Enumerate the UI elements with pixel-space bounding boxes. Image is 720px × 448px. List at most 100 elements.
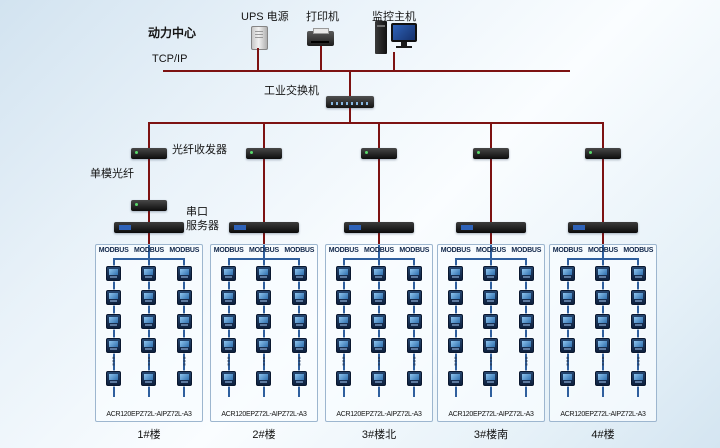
group-drop-line: [378, 122, 380, 150]
industrial-switch-icon: [326, 96, 374, 108]
serial-server-badge: [573, 225, 585, 230]
meter-terminals: [110, 348, 118, 350]
meter-screen: [224, 269, 234, 275]
fiber-link-line: [602, 150, 604, 244]
meter-column: MODBUS⋮: [167, 245, 201, 403]
meter-screen: [521, 269, 531, 275]
single-mode-fiber-label: 单模光纤: [90, 168, 134, 180]
meter-screen: [486, 269, 496, 275]
meter-screen: [409, 341, 419, 347]
meter-terminals: [145, 381, 153, 383]
meter-screen: [633, 293, 643, 299]
meter-terminals: [110, 324, 118, 326]
host-monitor: [391, 23, 417, 42]
meter-terminals: [634, 300, 642, 302]
meter-model-label: ACR120EPZ72L-AIPZ72L-A3: [560, 411, 646, 418]
more-meters-ellipsis: ⋮: [485, 356, 497, 368]
meter-column: MODBUS⋮: [132, 245, 166, 403]
meter-terminals: [487, 348, 495, 350]
meter-icon: [483, 371, 499, 386]
meter-icon: [371, 266, 387, 281]
meter-screen: [224, 293, 234, 299]
meter-model-label: ACR120EPZ72L-AIPZ72L-A3: [336, 411, 422, 418]
more-meters-ellipsis: ⋮: [520, 356, 532, 368]
meter-icon: [106, 314, 122, 329]
meter-screen: [409, 269, 419, 275]
printer-label: 打印机: [306, 11, 339, 23]
more-meters-ellipsis: ⋮: [373, 356, 385, 368]
fiber-link-line: [490, 150, 492, 244]
meter-terminals: [522, 348, 530, 350]
meter-icon: [336, 266, 352, 281]
ups-icon: [251, 26, 268, 50]
modbus-label: MODBUS: [364, 247, 394, 254]
meter-screen: [409, 374, 419, 380]
meter-screen: [409, 317, 419, 323]
panel-feed-line: [602, 245, 604, 259]
meter-icon: [448, 314, 464, 329]
meter-screen: [409, 293, 419, 299]
meter-screen: [259, 317, 269, 323]
switch-uplink-line: [349, 72, 351, 96]
meter-screen: [451, 317, 461, 323]
meter-icon: [406, 290, 422, 305]
building-group: MODBUS⋮MODBUS⋮MODBUS⋮ ACR120EPZ72L-AIPZ7…: [548, 122, 658, 448]
led-indicator: [589, 151, 592, 154]
meter-terminals: [110, 300, 118, 302]
meter-screen: [109, 317, 119, 323]
meter-terminals: [634, 276, 642, 278]
serial-server-icon: [456, 222, 526, 233]
more-meters-ellipsis: ⋮: [632, 356, 644, 368]
meter-icon: [483, 338, 499, 353]
meter-terminals: [180, 348, 188, 350]
meter-icon: [518, 338, 534, 353]
meter-column: MODBUS⋮: [327, 245, 361, 403]
meter-terminals: [452, 324, 460, 326]
more-meters-ellipsis: ⋮: [450, 356, 462, 368]
meter-screen: [486, 293, 496, 299]
meter-columns: MODBUS⋮MODBUS⋮MODBUS⋮: [326, 245, 432, 403]
led-indicator: [135, 203, 138, 206]
meter-terminals: [260, 300, 268, 302]
group-drop-line: [263, 122, 265, 150]
meter-terminals: [110, 276, 118, 278]
host-drop-line: [393, 52, 395, 70]
meter-icon: [106, 290, 122, 305]
building-group: MODBUS⋮MODBUS⋮MODBUS⋮ ACR120EPZ72L-AIPZ7…: [209, 122, 319, 448]
meter-icon: [595, 290, 611, 305]
meter-terminals: [260, 276, 268, 278]
meter-screen: [486, 374, 496, 380]
meter-icon: [630, 338, 646, 353]
meter-terminals: [564, 381, 572, 383]
led-indicator: [477, 151, 480, 154]
meter-screen: [259, 341, 269, 347]
fiber-transceiver-icon: [585, 148, 621, 159]
meter-screen: [339, 269, 349, 275]
meter-screen: [294, 293, 304, 299]
printer-drop-line: [320, 46, 322, 70]
meter-screen: [179, 293, 189, 299]
meter-terminals: [599, 348, 607, 350]
meter-terminals: [260, 324, 268, 326]
printer-slot: [311, 41, 329, 43]
modbus-label: MODBUS: [284, 247, 315, 254]
serial-server-badge: [119, 225, 131, 230]
modbus-label: MODBUS: [552, 247, 583, 254]
fiber-transceiver-icon: [361, 148, 397, 159]
meter-icon: [256, 338, 272, 353]
host-label: 监控主机: [372, 11, 416, 23]
meter-icon: [406, 266, 422, 281]
ups-label: UPS 电源: [241, 11, 289, 23]
meter-terminals: [375, 324, 383, 326]
meter-screen: [563, 317, 573, 323]
meter-terminals: [452, 300, 460, 302]
meter-icon: [221, 266, 237, 281]
meter-icon: [336, 371, 352, 386]
building-label: 3#楼南: [473, 429, 509, 441]
meter-terminals: [295, 276, 303, 278]
serial-server-badge: [461, 225, 473, 230]
modbus-label: MODBUS: [623, 247, 654, 254]
meter-icon: [560, 371, 576, 386]
meter-screen: [259, 293, 269, 299]
meter-panel: MODBUS⋮MODBUS⋮MODBUS⋮ ACR120EPZ72L-AIPZ7…: [549, 244, 657, 422]
